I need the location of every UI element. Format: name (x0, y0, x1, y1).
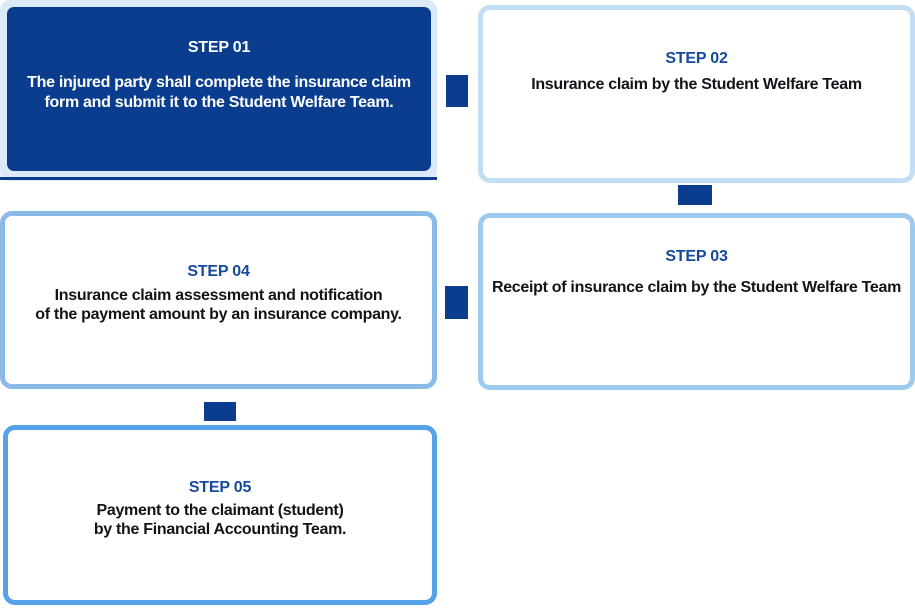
step-03-description: Receipt of insurance claim by the Studen… (492, 278, 901, 297)
step-05-card: STEP 05 Payment to the claimant (student… (3, 425, 437, 605)
step-01-card: STEP 01 The injured party shall complete… (0, 0, 437, 181)
step-02-description: Insurance claim by the Student Welfare T… (531, 75, 862, 94)
connector-step2-to-step3 (678, 185, 712, 205)
step-01-title: STEP 01 (187, 39, 251, 56)
connector-step3-to-step4 (445, 286, 468, 319)
step-05-description-line-2: by the Financial Accounting Team. (93, 521, 347, 538)
step-01-card-inner: STEP 01 The injured party shall complete… (7, 7, 431, 171)
step-04-title: STEP 04 (187, 263, 250, 280)
step-03-description-line-1: Receipt of insurance claim by the Studen… (491, 279, 902, 296)
step-05-title: STEP 05 (188, 479, 252, 496)
connector-step4-to-step5 (204, 402, 236, 421)
step-04-description-line-2: of the payment amount by an insurance co… (35, 306, 402, 323)
step-02-card: STEP 02 Insurance claim by the Student W… (478, 5, 915, 183)
step-02-description-line-1: Insurance claim by the Student Welfare T… (531, 76, 862, 93)
step-01-underline (0, 177, 437, 180)
step-02-title: STEP 02 (665, 50, 728, 67)
step-01-description-line-2: form and submit it to the Student Welfar… (44, 94, 394, 111)
step-05-description-line-1: Payment to the claimant (student) (96, 502, 344, 519)
step-04-description: Insurance claim assessment and notificat… (35, 286, 402, 324)
step-04-description-line-1: Insurance claim assessment and notificat… (54, 287, 383, 304)
step-05-description: Payment to the claimant (student) by the… (93, 501, 347, 539)
step-03-card: STEP 03 Receipt of insurance claim by th… (478, 213, 915, 390)
step-01-description: The injured party shall complete the ins… (27, 73, 411, 113)
step-04-card: STEP 04 Insurance claim assessment and n… (0, 211, 437, 389)
connector-step1-to-step2 (446, 75, 468, 107)
step-01-description-line-1: The injured party shall complete the ins… (27, 74, 411, 91)
step-03-title: STEP 03 (665, 248, 728, 265)
